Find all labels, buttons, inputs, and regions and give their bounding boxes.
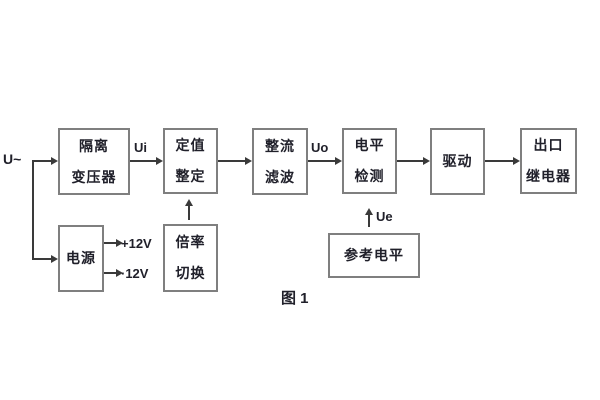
arrow-minus12v xyxy=(116,269,123,277)
connector-ui-line xyxy=(130,160,156,162)
block-output-relay: 出口 继电器 xyxy=(520,128,577,194)
block-label-line: 电源 xyxy=(66,250,96,266)
connector-into-power-line xyxy=(32,258,51,260)
arrow-into-setting-adjust xyxy=(156,157,163,165)
block-label-line: 检测 xyxy=(354,168,385,184)
connector-drive-to-relay-line xyxy=(485,160,513,162)
arrow-into-output-relay xyxy=(513,157,520,165)
connector-detect-to-drive-line xyxy=(397,160,423,162)
connector-input-line xyxy=(32,160,51,162)
connector-reference-to-detect-line xyxy=(368,214,370,227)
arrow-into-level-detect xyxy=(335,157,342,165)
block-label-line: 继电器 xyxy=(526,168,571,184)
connector-input-branch-down xyxy=(32,160,34,259)
block-label-line: 变压器 xyxy=(71,168,117,185)
label-ue: Ue xyxy=(376,209,393,224)
arrow-ratio-to-setting xyxy=(185,199,193,206)
block-label-line: 电平 xyxy=(354,137,385,153)
block-label-line: 倍率 xyxy=(175,234,206,250)
block-ratio-switch: 倍率 切换 xyxy=(163,224,218,292)
block-label-line: 隔离 xyxy=(79,137,109,154)
arrow-into-power-supply xyxy=(51,255,58,263)
connector-uo-line xyxy=(308,160,335,162)
connector-plus12v-line xyxy=(104,242,116,244)
label-input-voltage: U~ xyxy=(3,151,22,167)
connector-minus12v-line xyxy=(104,272,116,274)
arrow-into-rectify-filter xyxy=(245,157,252,165)
block-label-line: 切换 xyxy=(175,265,206,281)
block-label-line: 滤波 xyxy=(265,168,295,185)
connector-ratio-to-setting-line xyxy=(188,205,190,220)
connector-setting-to-rectify-line xyxy=(218,160,245,162)
arrow-into-isolation-transformer xyxy=(51,157,58,165)
label-ui: Ui xyxy=(134,140,147,155)
label-plus-12v: +12V xyxy=(121,236,152,251)
block-label-line: 出口 xyxy=(533,137,564,153)
block-rectify-filter: 整流 滤波 xyxy=(252,128,308,195)
block-label-line: 参考电平 xyxy=(344,247,404,263)
block-label-line: 驱动 xyxy=(442,153,473,169)
label-uo: Uo xyxy=(311,140,329,155)
block-label-line: 整定 xyxy=(175,168,206,184)
block-reference-level: 参考电平 xyxy=(328,233,420,278)
block-label-line: 整流 xyxy=(265,137,295,154)
figure-caption: 图 1 xyxy=(281,290,309,307)
block-drive: 驱动 xyxy=(430,128,485,195)
block-level-detect: 电平 检测 xyxy=(342,128,397,194)
label-minus-12v: ·12V xyxy=(121,266,149,281)
block-setting-adjust: 定值 整定 xyxy=(163,128,218,194)
arrow-plus12v xyxy=(116,239,123,247)
arrow-into-drive xyxy=(423,157,430,165)
arrow-reference-to-detect xyxy=(365,208,373,215)
block-isolation-transformer: 隔离 变压器 xyxy=(58,128,130,195)
block-power-supply: 电源 xyxy=(58,225,104,292)
block-label-line: 定值 xyxy=(175,137,206,153)
